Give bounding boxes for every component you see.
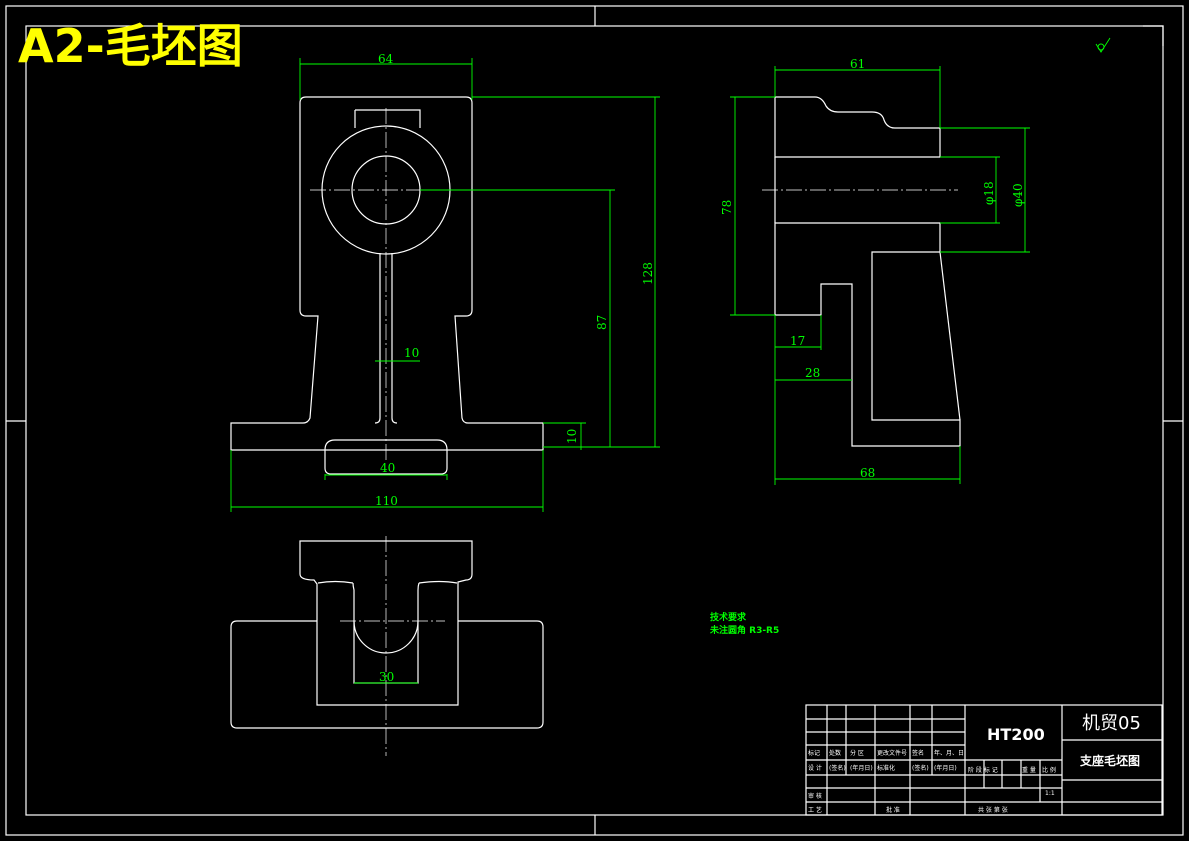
side-section-view xyxy=(762,96,961,447)
dim-step-28: 28 xyxy=(805,366,820,380)
front-dimensions: 64 128 87 10 10 40 110 xyxy=(230,52,660,512)
tb-standardize-date: (年月日) xyxy=(934,764,957,772)
tb-scale-value: 1:1 xyxy=(1045,790,1055,797)
sheet-title: A2-毛坯图 xyxy=(18,19,243,73)
tb-designer-date: (年月日) xyxy=(850,764,873,772)
tb-stage-mark: 阶 段 标 记 xyxy=(968,766,998,774)
tb-count: 处数 xyxy=(829,749,841,757)
dim-slot-width: 40 xyxy=(380,461,395,475)
tech-requirements-heading: 技术要求 xyxy=(710,611,747,623)
dim-step-17: 17 xyxy=(790,334,805,348)
dim-front-top-width: 64 xyxy=(378,52,394,66)
dim-boss-diameter: φ40 xyxy=(1011,183,1025,207)
bottom-dimensions: 30 xyxy=(354,670,418,684)
dim-bore-diameter: φ18 xyxy=(982,181,996,205)
tb-class: 机贸05 xyxy=(1082,713,1141,734)
tb-approve: 批 准 xyxy=(886,806,900,814)
tb-designer: 设 计 xyxy=(808,764,822,772)
dim-side-top-length: 61 xyxy=(850,57,865,71)
front-view xyxy=(230,96,544,475)
dim-rib-width: 10 xyxy=(404,346,419,360)
title-block: 标记 处数 分 区 更改文件号 签名 年、月、日 设 计 (签名) (年月日) … xyxy=(805,704,1163,816)
surface-roughness-symbol xyxy=(1095,37,1111,53)
dim-base-length: 110 xyxy=(375,494,398,508)
top-view xyxy=(230,536,544,756)
tb-review: 审 核 xyxy=(808,792,822,800)
tb-change-doc: 更改文件号 xyxy=(877,749,907,757)
tb-date: 年、月、日 xyxy=(934,749,964,757)
tb-standardize: 标准化 xyxy=(877,764,895,772)
tb-zone: 分 区 xyxy=(850,749,864,757)
tb-standardize-sign: (签名) xyxy=(912,764,929,772)
tb-mark: 标记 xyxy=(808,749,820,757)
side-dimensions: 61 78 φ18 φ40 17 28 68 xyxy=(720,57,1030,485)
dim-total-height: 128 xyxy=(641,262,655,285)
tb-part-name: 支座毛坯图 xyxy=(1079,753,1140,768)
dim-slot-30: 30 xyxy=(379,670,394,684)
tb-designer-sign: (签名) xyxy=(829,764,846,772)
dim-base-thickness: 10 xyxy=(565,429,579,444)
tb-process: 工 艺 xyxy=(808,806,822,814)
tb-scale-label: 比 例 xyxy=(1042,766,1056,774)
tb-material: HT200 xyxy=(987,725,1045,744)
tb-weight: 重 量 xyxy=(1022,766,1036,774)
dim-center-height: 87 xyxy=(595,315,609,330)
dim-side-base-length: 68 xyxy=(860,466,875,480)
tech-requirements-note: 未注圆角 R3-R5 xyxy=(709,624,779,636)
tb-signature: 签名 xyxy=(912,749,924,757)
tb-sheets: 共 张 第 张 xyxy=(978,806,1008,814)
dim-side-height: 78 xyxy=(720,200,734,215)
sheet-frame xyxy=(5,5,1184,836)
